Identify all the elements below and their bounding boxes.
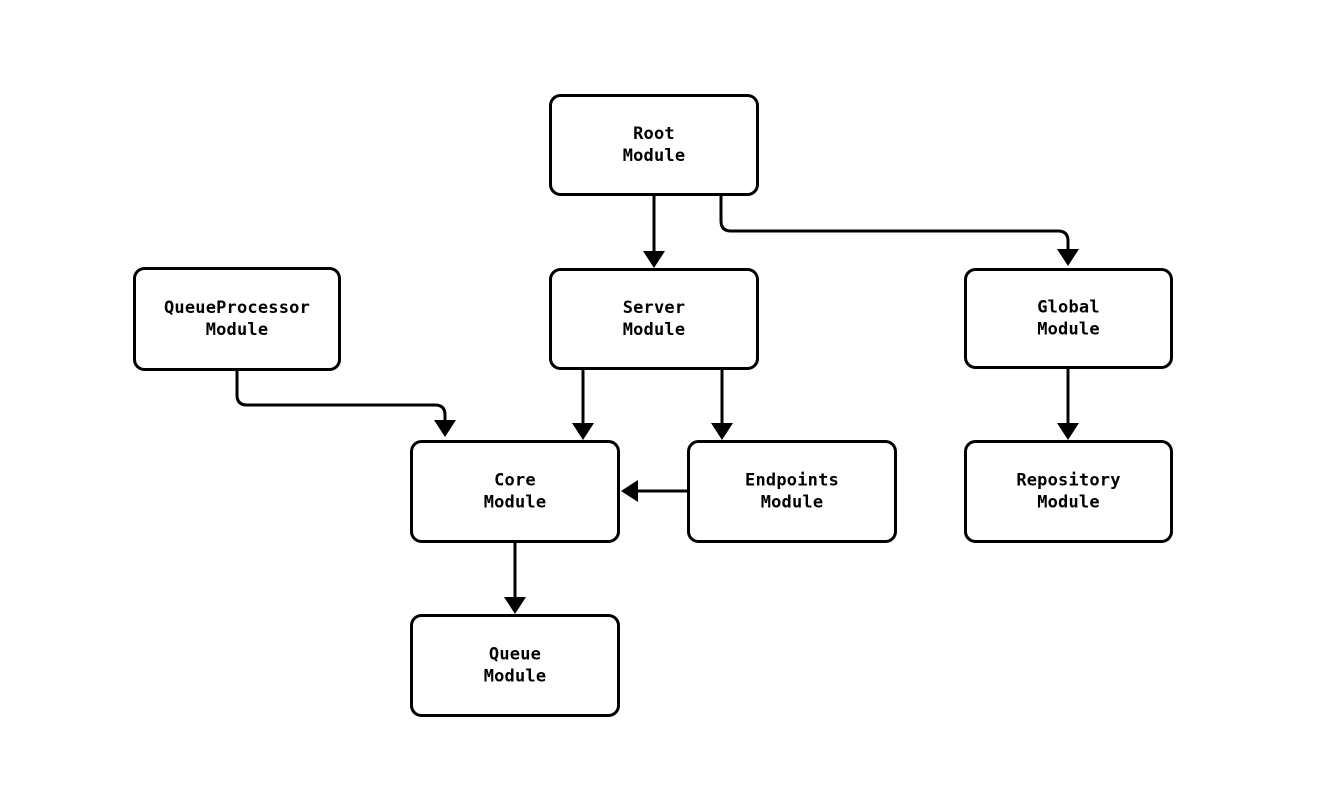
edge-global-to-repository: [1057, 369, 1079, 440]
edge-root-to-server: [643, 196, 665, 268]
node-label-line1: Core: [494, 471, 536, 491]
node-box[interactable]: [410, 614, 620, 717]
node-label-line2: Module: [623, 320, 686, 340]
node-label-line1: Root: [633, 124, 675, 144]
node-box[interactable]: [687, 440, 897, 543]
edge-server-to-endpoints: [711, 370, 733, 440]
node-box[interactable]: [133, 267, 341, 371]
edge-queueprocessor-to-core: [235, 371, 456, 437]
edge-root-to-global: [719, 196, 1079, 266]
node-label-line2: Module: [1037, 493, 1100, 513]
node-box[interactable]: [549, 94, 759, 196]
node-label-line1: Endpoints: [745, 471, 839, 491]
node-label-line2: Module: [484, 493, 547, 513]
node-label-line2: Module: [1037, 320, 1100, 340]
arrow-head-icon: [711, 423, 733, 440]
node-label-line2: Module: [206, 320, 269, 340]
node-label-line2: Module: [761, 493, 824, 513]
arrow-head-icon: [572, 423, 594, 440]
node-label-line1: Server: [623, 298, 686, 318]
edge-server-to-core: [572, 370, 594, 440]
node-label-line2: Module: [484, 667, 547, 687]
node-box[interactable]: [964, 268, 1173, 369]
edge-line: [235, 371, 447, 427]
node-label-line1: QueueProcessor: [164, 298, 310, 318]
arrow-head-icon: [434, 420, 456, 437]
node-label-line1: Global: [1037, 298, 1100, 318]
node-box[interactable]: [410, 440, 620, 543]
node-label-line2: Module: [623, 146, 686, 166]
arrow-head-icon: [643, 251, 665, 268]
arrow-head-icon: [504, 597, 526, 614]
edge-endpoints-to-core: [621, 480, 687, 502]
arrow-head-icon: [1057, 249, 1079, 266]
edge-core-to-queue: [504, 543, 526, 614]
node-label-line1: Queue: [489, 645, 541, 665]
node-box[interactable]: [549, 268, 759, 370]
edge-line: [719, 196, 1070, 256]
node-box[interactable]: [964, 440, 1173, 543]
arrow-head-icon: [1057, 423, 1079, 440]
nodes-layer: RootModuleQueueProcessorModuleServerModu…: [133, 94, 1173, 717]
arrow-head-icon: [621, 480, 638, 502]
edges-layer: [235, 196, 1079, 614]
node-label-line1: Repository: [1016, 471, 1120, 491]
